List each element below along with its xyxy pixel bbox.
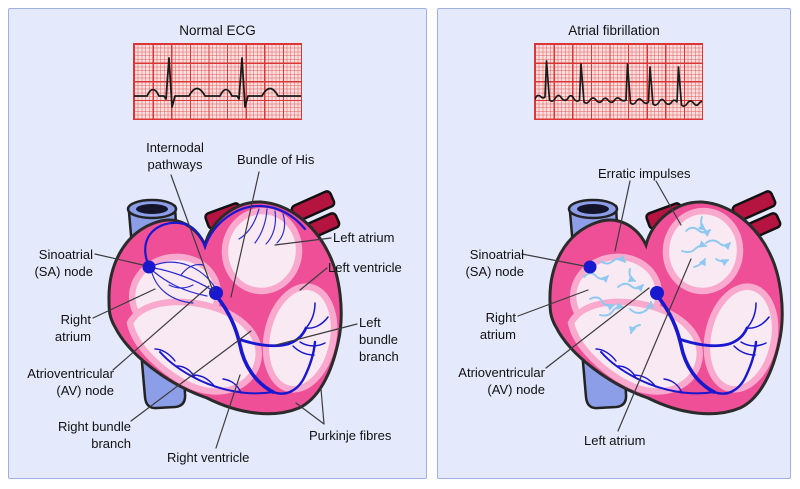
label-sinoatrial-node: Sinoatrial (SA) node — [465, 247, 524, 279]
label-right-atrium: Right atrium — [54, 312, 91, 344]
bundle-of-his-path — [657, 296, 716, 394]
sa-node — [583, 260, 597, 274]
heart-wall — [107, 200, 343, 416]
label-left-atrium: Left atrium — [333, 230, 395, 245]
left-atrium-chamber — [221, 207, 303, 295]
label-right-atrium: Right atrium — [479, 310, 516, 342]
leader-lines — [92, 171, 358, 449]
vena-cava — [126, 198, 187, 410]
right-atrium-chamber — [128, 253, 222, 337]
label-left-bundle-branch: Left bundle branch — [359, 315, 399, 364]
artery-stubs — [204, 190, 341, 243]
panel-title: Normal ECG — [179, 23, 256, 38]
purkinje-fibres-path — [159, 351, 274, 395]
conduction-system — [583, 260, 770, 395]
label-left-ventricle: Left ventricle — [328, 260, 402, 275]
left-ventricle-chamber — [703, 283, 779, 393]
label-internodal-pathways: Internodal pathways — [146, 140, 204, 172]
vena-cava — [567, 198, 628, 410]
label-right-ventricle: Right ventricle — [167, 450, 250, 465]
sa-node — [142, 260, 156, 274]
erratic-impulse-squiggles — [583, 216, 731, 335]
left-bundle-branch-path — [236, 326, 308, 348]
ecg-trace-normal-sinus — [134, 57, 301, 108]
left-atrium-fibres — [238, 208, 286, 245]
right-bundle-branch-path — [271, 340, 317, 395]
right-ventricle-chamber — [126, 298, 262, 395]
label-purkinje-fibres: Purkinje fibres — [309, 428, 392, 443]
bundle-of-his-path — [216, 296, 275, 394]
heart-wall — [548, 200, 784, 416]
label-erratic-impulses: Erratic impulses — [598, 166, 691, 181]
label-atrioventricular-node: Atrioventricular (AV) node — [458, 365, 545, 397]
internodal-pathway-fibres — [151, 261, 215, 304]
panel-atrial-fibrillation: Atrial fibrillation — [437, 8, 791, 479]
artery-stubs — [645, 190, 782, 243]
left-ventricle-chamber — [262, 283, 338, 393]
av-node — [209, 286, 223, 300]
ecg-strip-afib — [534, 43, 703, 120]
panel-normal-ecg: Normal ECG — [8, 8, 427, 479]
label-bundle-of-his: Bundle of His — [237, 152, 315, 167]
av-node — [650, 286, 664, 300]
purkinje-fibres-path — [600, 351, 715, 395]
conduction-system — [142, 204, 329, 395]
panel-title: Atrial fibrillation — [568, 23, 660, 38]
left-atrium-chamber — [662, 207, 744, 295]
label-sinoatrial-node: Sinoatrial (SA) node — [34, 247, 93, 279]
ecg-strip-normal — [133, 43, 302, 120]
right-atrium-chamber — [569, 253, 663, 337]
label-atrioventricular-node: Atrioventricular (AV) node — [27, 366, 114, 398]
label-right-bundle-branch: Right bundle branch — [58, 419, 131, 451]
right-ventricle-chamber — [567, 298, 703, 395]
left-bundle-branch-path — [677, 326, 749, 348]
right-bundle-branch-path — [712, 340, 758, 395]
label-left-atrium: Left atrium — [584, 433, 646, 448]
ecg-trace-afib — [535, 60, 702, 107]
